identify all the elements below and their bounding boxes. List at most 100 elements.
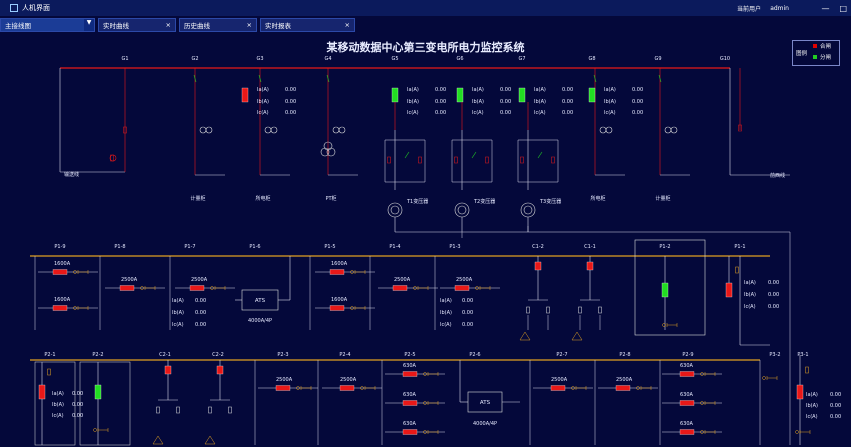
- feeder-p2-6: P2-6: [469, 352, 480, 358]
- breaker-p2-5a[interactable]: [402, 371, 418, 377]
- breaker-p1-7[interactable]: [189, 285, 205, 291]
- rating-p1-9a: 1600A: [54, 261, 71, 267]
- feeder-p1-5: P1-5: [324, 244, 335, 250]
- tab-history-curve[interactable]: 历史曲线 ×: [179, 18, 257, 32]
- label-g7: G7: [518, 56, 525, 62]
- feeder-arrow-icon: [413, 286, 417, 290]
- breaker-p1-2[interactable]: [661, 282, 669, 298]
- breaker-p3-1[interactable]: [796, 384, 804, 400]
- ic-value: 0.00: [562, 110, 573, 116]
- ia-value: 0.00: [285, 87, 296, 93]
- feeder-p1-1: P1-1: [734, 244, 745, 250]
- breaker-p2-7[interactable]: [550, 385, 566, 391]
- switch-icon: [658, 74, 662, 83]
- app-icon: [10, 4, 18, 12]
- ic-value: 0.00: [462, 322, 473, 328]
- ats-rating-mid: 4000A/4P: [248, 318, 272, 324]
- label-g6: G6: [456, 56, 463, 62]
- ib-value: 0.00: [562, 99, 573, 105]
- breaker-c2-1[interactable]: [164, 365, 172, 375]
- breaker-c1-2[interactable]: [586, 261, 594, 271]
- rating-p2-8: 2500A: [616, 377, 633, 383]
- breaker-p1-3[interactable]: [454, 285, 470, 291]
- close-icon[interactable]: ×: [246, 21, 252, 29]
- breaker-p2-3[interactable]: [275, 385, 291, 391]
- breaker-p2-8[interactable]: [615, 385, 631, 391]
- fuse-icon: [485, 156, 489, 164]
- breaker-p2-9b[interactable]: [679, 400, 695, 406]
- cabinet-label-0: 计量柜: [190, 195, 205, 202]
- feeder-p2-1: P2-1: [44, 352, 55, 358]
- ct-icon: [109, 154, 117, 162]
- feeder-p2-3: P2-3: [277, 352, 288, 358]
- breaker-top-2[interactable]: [456, 87, 464, 103]
- ib-value: 0.00: [462, 310, 473, 316]
- breaker-p1-5b[interactable]: [329, 305, 345, 311]
- breaker-p2-4[interactable]: [339, 385, 355, 391]
- capacitor-icon: [204, 435, 216, 445]
- tab-realtime-report[interactable]: 实时报表 ×: [260, 18, 355, 32]
- breaker-c2-2[interactable]: [216, 365, 224, 375]
- transformer-icon: [387, 202, 403, 218]
- tab-realtime-curve[interactable]: 实时曲线×: [98, 18, 176, 32]
- breaker-p1-9a[interactable]: [52, 269, 68, 275]
- tab-main-diagram[interactable]: 主接线图 ▼: [0, 18, 95, 32]
- ia-value: 0.00: [462, 298, 473, 304]
- ia-value: 0.00: [72, 391, 83, 397]
- breaker-p2-9a[interactable]: [679, 371, 695, 377]
- transformer-label-2: T3变压器: [539, 198, 561, 205]
- close-icon[interactable]: ×: [344, 21, 350, 29]
- chevron-down-icon[interactable]: ▼: [84, 19, 94, 31]
- breaker-p2-5c[interactable]: [402, 429, 418, 435]
- feeder-arrow-icon: [700, 372, 704, 376]
- maximize-icon[interactable]: □: [839, 3, 847, 13]
- rating-p1-4: 2500A: [394, 277, 411, 283]
- switch-icon: [404, 151, 410, 159]
- ct-icon: [664, 126, 672, 134]
- ib-value: 0.00: [768, 292, 779, 298]
- close-icon[interactable]: ×: [165, 21, 171, 29]
- ic-label: Ic(A): [52, 413, 64, 419]
- breaker-p1-8[interactable]: [119, 285, 135, 291]
- ia-label: Ia(A): [744, 280, 756, 286]
- breaker-top-1[interactable]: [391, 87, 399, 103]
- ic-label: Ic(A): [472, 110, 484, 116]
- breaker-p1-5a[interactable]: [329, 269, 345, 275]
- label-g5: G5: [391, 56, 398, 62]
- breaker-c1-1[interactable]: [534, 261, 542, 271]
- breaker-p2-9c[interactable]: [679, 429, 695, 435]
- panel-p1-2: [634, 239, 706, 336]
- breaker-p1-9b[interactable]: [52, 305, 68, 311]
- feeder-p1-8: P1-8: [114, 244, 125, 250]
- ia-label: Ia(A): [257, 87, 269, 93]
- breaker-p2-1[interactable]: [38, 384, 46, 400]
- breaker-top-4[interactable]: [588, 87, 596, 103]
- tab-label: 历史曲线: [184, 22, 210, 30]
- ic-value: 0.00: [285, 110, 296, 116]
- fuse-icon: [738, 124, 742, 132]
- ib-label: Ib(A): [257, 99, 269, 105]
- outgoing-label: 前西线: [770, 172, 785, 179]
- breaker-p1-1[interactable]: [725, 282, 733, 298]
- ic-label: Ic(A): [534, 110, 546, 116]
- cabinet-label-2: PT柜: [325, 195, 336, 202]
- minimize-icon[interactable]: —: [821, 3, 830, 13]
- panel-p2-2: [79, 361, 131, 446]
- ct-icon: [264, 126, 272, 134]
- breaker-p2-2[interactable]: [94, 384, 102, 400]
- legend-open-label: 分闸: [820, 55, 832, 61]
- feeder-c2-2: C2-2: [212, 352, 224, 358]
- breaker-p2-5b[interactable]: [402, 400, 418, 406]
- ia-label: Ia(A): [472, 87, 484, 93]
- label-g2: G2: [191, 56, 198, 62]
- ia-value: 0.00: [500, 87, 511, 93]
- tab-label: 实时报表: [265, 22, 291, 30]
- ia-value: 0.00: [435, 87, 446, 93]
- breaker-top-0[interactable]: [241, 87, 249, 103]
- feeder-arrow-icon: [93, 428, 97, 432]
- breaker-top-3[interactable]: [518, 87, 526, 103]
- rating-p2-4: 2500A: [340, 377, 357, 383]
- fuse-icon: [387, 156, 391, 164]
- breaker-p1-4[interactable]: [392, 285, 408, 291]
- ct-icon: [199, 126, 207, 134]
